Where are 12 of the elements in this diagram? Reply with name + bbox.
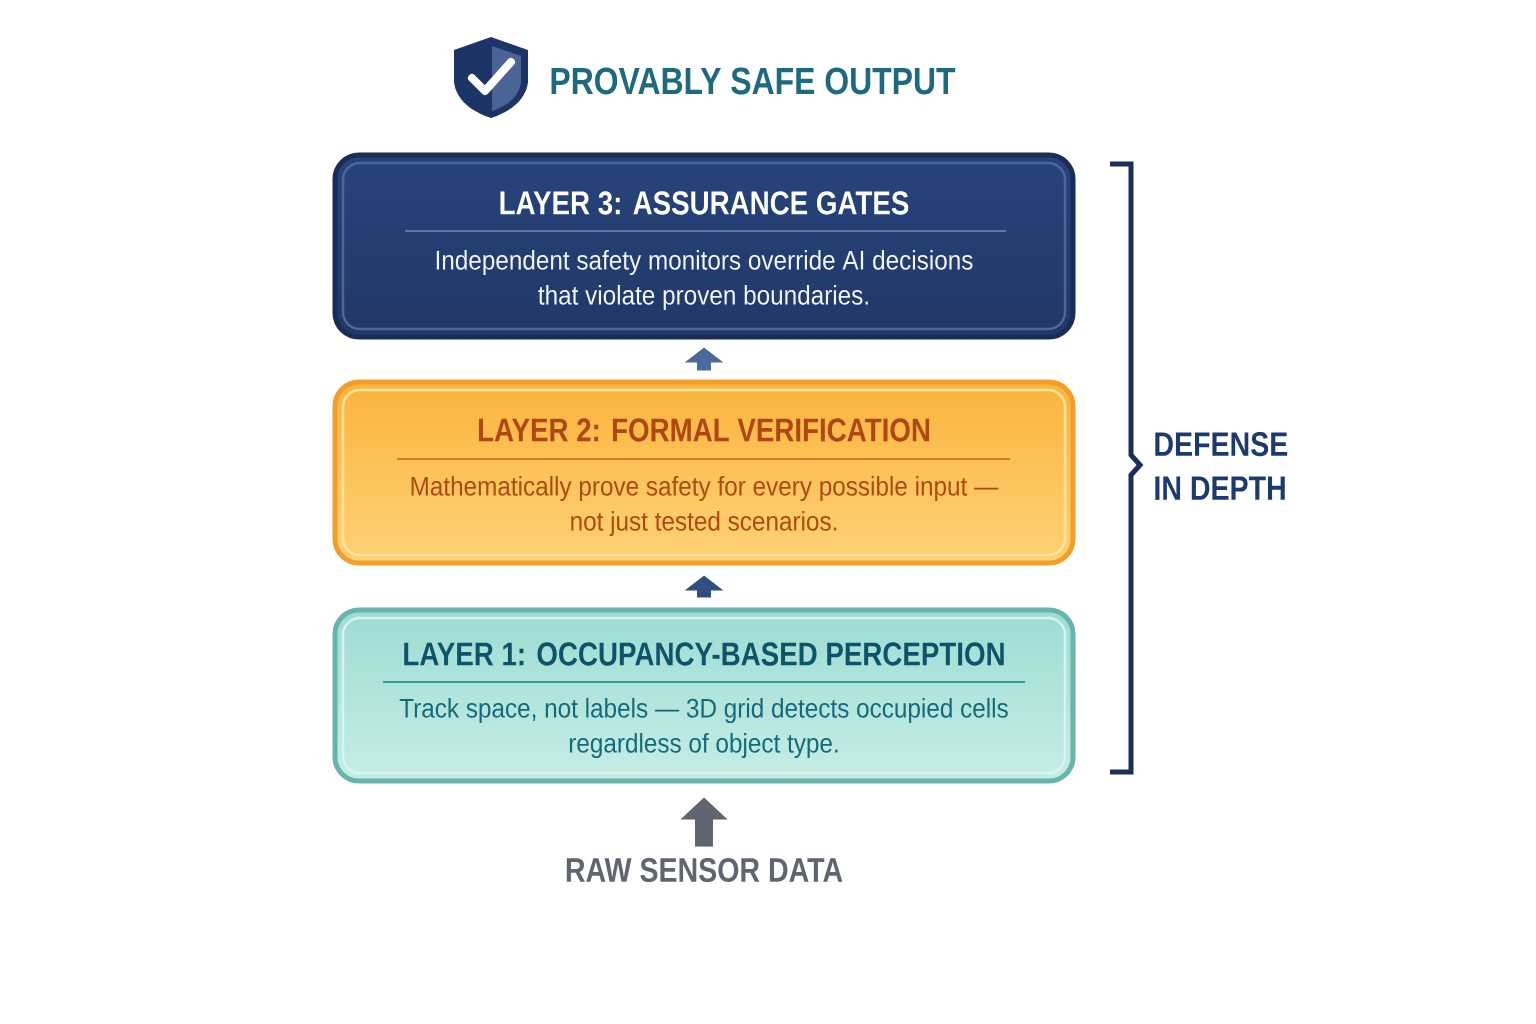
side-label: DEFENSE IN DEPTH <box>1155 432 1288 500</box>
box-text: Independent safety monitors override AI decisions that violate proven boundaries. <box>436 249 973 311</box>
layer-box <box>332 379 1076 566</box>
box-heading: LAYER 3: ASSURANCE GATES <box>500 191 909 215</box>
box-text: Track space, not labels — 3D grid detects occupied cells regardless of object type. <box>399 697 1008 759</box>
box-heading: LAYER 1: OCCUPANCY-BASED PERCEPTION <box>404 642 1004 666</box>
box-heading: LAYER 2: FORMAL VERIFICATION <box>478 418 930 442</box>
layer-box <box>332 152 1076 340</box>
input-label: RAW SENSOR DATA <box>566 857 843 883</box>
title: PROVABLY SAFE OUTPUT <box>551 67 956 95</box>
box-text: Mathematically prove safety for every possible input — not just tested scenarios. <box>411 475 999 537</box>
layer-box <box>332 607 1076 784</box>
